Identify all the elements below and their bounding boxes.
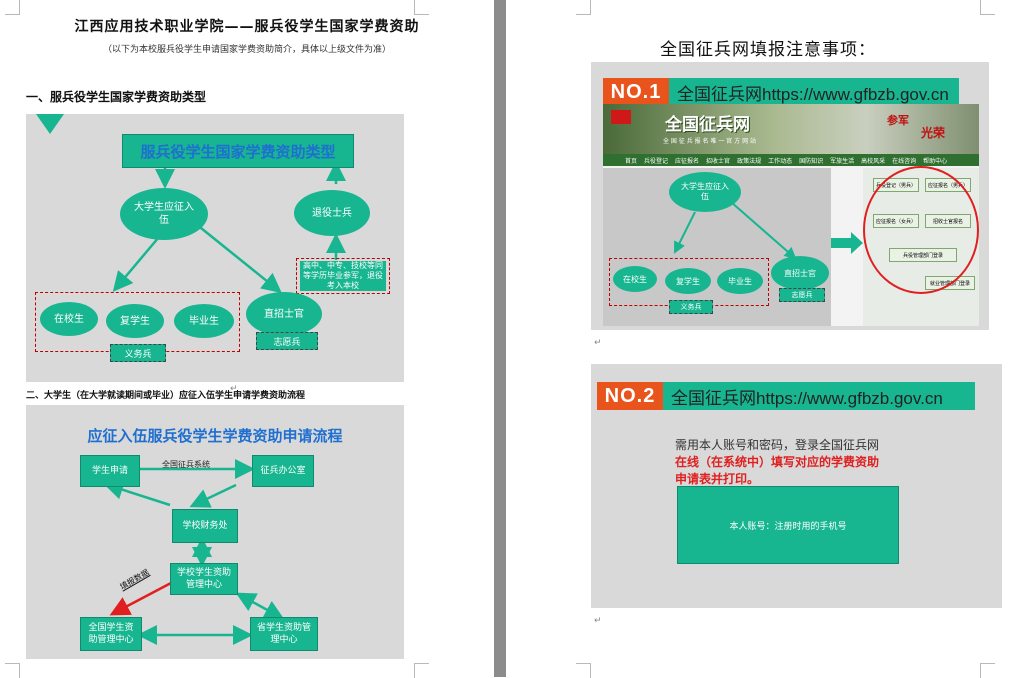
register-buttons-area: 兵役登记（男兵） 应征报名（男兵） 应征报名（女兵） 招收士官报名 兵役管理部门… (863, 166, 979, 324)
mini-compulsory-label: 义务兵 (669, 300, 713, 314)
website-logo: 全国征兵网 (665, 115, 750, 135)
crop-mark (414, 0, 429, 15)
nav-item[interactable]: 兵役登记 (644, 157, 669, 165)
volunteer-label: 志愿兵 (256, 332, 318, 350)
mini-connectors (674, 201, 797, 260)
nav-item[interactable]: 招收士官 (706, 157, 731, 165)
node-direct-officer: 直招士官 (246, 292, 322, 336)
crop-mark (980, 0, 995, 15)
nav-item[interactable]: 应征报名 (675, 157, 700, 165)
step1-url-bar: 全国征兵网https://www.gfbzb.gov.cn (669, 78, 959, 106)
system-label: 全国征兵系统 (162, 460, 210, 469)
node-national-center: 全国学生资助管理中心 (80, 617, 142, 651)
nav-item[interactable]: 工作动态 (768, 157, 793, 165)
application-flow-diagram: 应征入伍服兵役学生学费资助申请流程 学生申请 全国征兵系统 征兵办公室 学校财务… (26, 405, 404, 659)
mini-node-direct-officer: 直招士官 (771, 256, 829, 290)
right-arrow-icon (831, 232, 863, 254)
crop-mark (5, 663, 20, 678)
website-logo-sub: 全 国 征 兵 报 名 唯 一 官 方 网 站 (663, 138, 756, 145)
website-screenshot: 全国征兵网 全 国 征 兵 报 名 唯 一 官 方 网 站 参军 光荣 首页 兵… (603, 104, 979, 326)
website-nav: 首页 兵役登记 应征报名 招收士官 政策法规 工作动态 国防知识 军旅生活 高校… (603, 154, 979, 166)
step2-url-bar: 全国征兵网https://www.gfbzb.gov.cn (663, 382, 975, 410)
nav-item[interactable]: 政策法规 (737, 157, 762, 165)
diagram2-connectors (103, 459, 285, 645)
paragraph-mark: ↵ (594, 616, 602, 626)
website-banner: 全国征兵网 全 国 征 兵 报 名 唯 一 官 方 网 站 参军 光荣 (603, 104, 979, 154)
mini-volunteer-label: 志愿兵 (779, 288, 825, 302)
slogan-right: 光荣 (921, 126, 946, 140)
section1-heading: 一、服兵役学生国家学费资助类型 (26, 90, 207, 104)
paragraph-mark: ↵ (230, 384, 238, 394)
nav-item[interactable]: 军旅生活 (830, 157, 855, 165)
step2-instruction-2: 在线（在系统中）填写对应的学费资助 (675, 455, 880, 469)
account-info-box: 本人账号：注册时用的手机号 (677, 486, 899, 564)
retired-desc-box (296, 258, 390, 294)
document-title: 江西应用技术职业学院——服兵役学生国家学费资助 (74, 19, 420, 35)
left-page: 江西应用技术职业学院——服兵役学生国家学费资助 （以下为本校服兵役学生申请国家学… (0, 0, 494, 678)
retired-desc: 高中、中专、技校等同等学历毕业参军，退役考入本校 (300, 261, 386, 291)
paragraph-mark: ↵ (594, 338, 602, 348)
step1-panel: NO.1 全国征兵网https://www.gfbzb.gov.cn 全国征兵网… (591, 62, 989, 330)
right-page-title: 全国征兵网填报注意事项： (660, 40, 876, 60)
step2-panel: NO.2 全国征兵网https://www.gfbzb.gov.cn 需用本人账… (591, 364, 1002, 608)
crop-mark (576, 0, 591, 15)
highlight-circle (863, 166, 979, 294)
step2-instruction-1: 需用本人账号和密码，登录全国征兵网 (675, 438, 880, 452)
node-province-center: 省学生资助管理中心 (250, 617, 318, 651)
node-resumed: 复学生 (106, 304, 164, 338)
mini-node-graduate: 毕业生 (717, 268, 763, 294)
mini-node-resumed: 复学生 (665, 268, 711, 294)
crop-mark (414, 663, 429, 678)
node-graduate: 毕业生 (174, 304, 234, 338)
node-student-apply: 学生申请 (80, 455, 140, 487)
step2-instruction-3: 申请表并打印。 (675, 472, 760, 486)
node-school-finance: 学校财务处 (172, 509, 238, 543)
node-recruit-office: 征兵办公室 (252, 455, 314, 487)
flag-icon (611, 110, 631, 124)
right-page: 全国征兵网填报注意事项： NO.1 全国征兵网https://www.gfbzb… (506, 0, 1014, 678)
nav-item[interactable]: 国防知识 (799, 157, 824, 165)
diagram1-title: 服兵役学生国家学费资助类型 (122, 134, 354, 168)
step1-badge: NO.1 (603, 78, 669, 106)
crop-mark (576, 663, 591, 678)
slogan-left: 参军 (887, 114, 909, 127)
compulsory-label: 义务兵 (110, 344, 166, 362)
nav-item[interactable]: 首页 (625, 157, 638, 165)
mini-diagram: 大学生应征入伍 在校生 复学生 毕业生 义务兵 直招士官 志愿兵 (603, 168, 831, 326)
node-in-school: 在校生 (40, 302, 98, 336)
subsidy-types-diagram: 服兵役学生国家学费资助类型 大学生应征入伍 退役士兵 高中、中专、技校等同等学历… (26, 114, 404, 382)
document-subtitle: （以下为本校服兵役学生申请国家学费资助简介，具体以上级文件为准） (102, 45, 391, 55)
node-retired-soldier: 退役士兵 (294, 190, 370, 236)
diagram2-title: 应征入伍服兵役学生学费资助申请流程 (87, 427, 343, 445)
step2-badge: NO.2 (597, 382, 663, 410)
nav-item[interactable]: 高校风采 (861, 157, 886, 165)
crop-mark (5, 0, 20, 15)
diagram1-connectors (36, 114, 346, 294)
crop-mark (980, 663, 995, 678)
mini-node-in-school: 在校生 (613, 266, 657, 292)
page-gutter (494, 0, 506, 677)
nav-item[interactable]: 在线咨询 (892, 157, 917, 165)
nav-item[interactable]: 帮助中心 (923, 157, 948, 165)
node-school-center: 学校学生资助管理中心 (170, 563, 238, 595)
mini-node-college-enlist: 大学生应征入伍 (669, 172, 741, 212)
node-college-enlist: 大学生应征入伍 (120, 188, 208, 240)
section2-heading: 二、大学生（在大学就读期间或毕业）应征入伍学生申请学费资助流程 (26, 391, 306, 401)
